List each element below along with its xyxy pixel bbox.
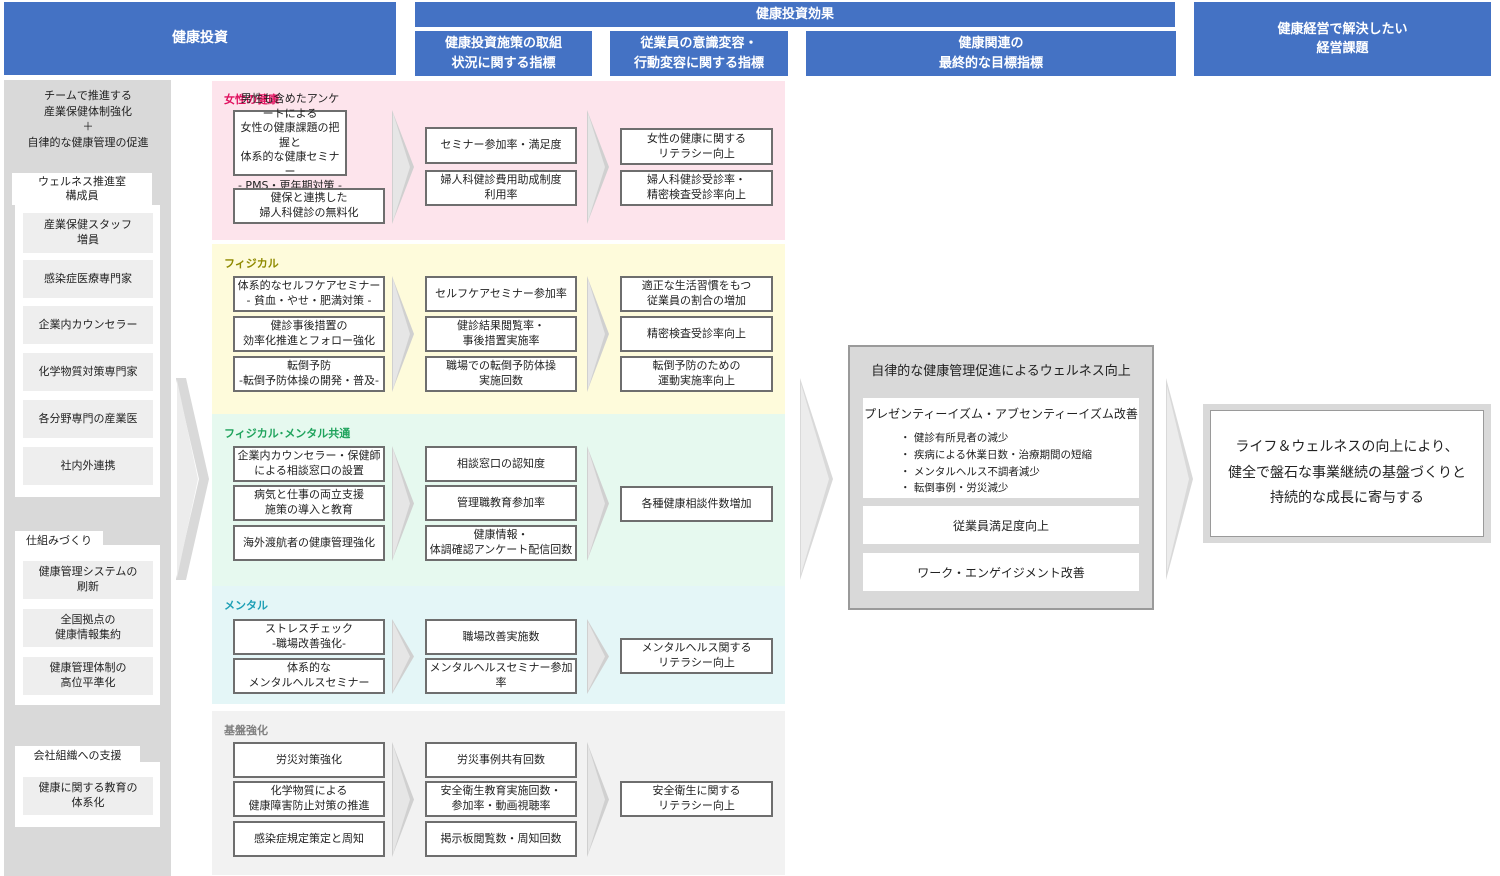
measure-box: 海外渡航者の健康管理強化 [233,525,385,561]
chevron-measure-to-initiative-fill [393,622,410,691]
initiative-kpi-box: セルフケアセミナー参加率 [425,276,577,312]
measure-box: 体系的なセルフケアセミナー - 貧血・やせ・肥満対策 - [233,276,385,312]
header-awareness: 従業員の意識変容・ 行動変容に関する指標 [610,31,788,76]
chevron-measure-to-initiative [392,619,414,694]
behavior-kpi-box: 各種健康相談件数増加 [620,486,773,522]
chevron-measure-to-initiative [392,742,414,857]
presenteeism-item: ・ 健診有所見者の減少 [900,432,1009,444]
final-kpi-title: 自律的な健康管理促進によるウェルネス向上 [871,364,1131,379]
section-women-title: 女性の健康 [224,93,279,106]
measure-box: 労災対策強化 [233,742,385,778]
section-mental-title: メンタル [224,599,268,612]
initiative-kpi-box: 労災事例共有回数 [425,742,577,778]
wellness-member-item: 企業内カウンセラー [23,306,153,344]
chevron-measure-to-initiative-fill [393,449,410,558]
measure-box: 化学物質による 健康障害防止対策の推進 [233,781,385,817]
measure-box: 転倒予防 -転倒予防体操の開発・普及- [233,356,385,392]
section-physical-title: フィジカル [224,257,279,270]
initiative-kpi-box: 職場での転倒予防体操 実施回数 [425,356,577,392]
initiative-kpi-box: 掲示板閲覧数・周知回数 [425,821,577,857]
chevron-initiative-to-behavior-fill [588,449,605,558]
chevron-measure-to-initiative-fill [393,279,410,389]
chevron-initiative-to-behavior [587,276,609,392]
initiative-kpi-box: 健診結果閲覧率・ 事後措置実施率 [425,316,577,352]
chevron-measure-to-initiative [392,276,414,392]
chevron-initiative-to-behavior [587,742,609,857]
wellness-member-item: 社内外連携 [23,447,153,485]
presenteeism-item: ・ 転倒事例・労災減少 [900,482,1009,495]
behavior-kpi-box: 適正な生活習慣をもつ 従業員の割合の増加 [620,276,773,312]
group-wellness-title: ウェルネス推進室 構成員 [12,173,152,205]
behavior-kpi-box: 精密検査受診率向上 [620,316,773,352]
engagement-box: ワーク・エンゲイジメント改善 [863,553,1139,591]
header-final-kpi: 健康関連の 最終的な目標指標 [806,31,1176,76]
initiative-kpi-box: 相談窓口の認知度 [425,446,577,482]
chevron-left-to-sections [176,378,209,580]
chevron-measure-to-initiative [392,110,414,224]
header-effect: 健康投資効果 [415,2,1175,27]
satisfaction-box: 従業員満足度向上 [863,506,1139,544]
wellness-member-item: 感染症医療専門家 [23,260,153,298]
presenteeism-item: ・ 疾病による休業日数・治療期間の短縮 [900,448,1093,461]
initiative-kpi-box: メンタルヘルスセミナー参加率 [425,658,577,694]
initiative-kpi-box: 管理職教育参加率 [425,485,577,521]
header-initiatives: 健康投資施策の取組 状況に関する指標 [415,31,592,76]
chevron-initiative-to-behavior [587,619,609,694]
system-building-item: 全国拠点の 健康情報集約 [23,609,153,647]
chevron-initiative-to-behavior-fill [588,113,605,221]
org-support-item: 健康に関する教育の 体系化 [23,777,153,815]
measure-box: ストレスチェック -職場改善強化- [233,619,385,655]
behavior-kpi-box: 安全衛生に関する リテラシー向上 [620,781,773,817]
measure-box: 健診事後措置の 効率化推進とフォロー強化 [233,316,385,352]
left-intro: チームで推進する 産業保健体制強化 ＋ 自律的な健康管理の促進 [27,89,149,149]
presenteeism-item: ・ メンタルヘルス不調者減少 [900,465,1040,478]
initiative-kpi-box: 職場改善実施数 [425,619,577,655]
chevron-initiative-to-behavior-fill [588,279,605,389]
chevron-final-to-goal [1166,378,1193,580]
chevron-measure-to-initiative-fill [393,745,410,854]
behavior-kpi-box: 転倒予防のための 運動実施率向上 [620,356,773,392]
chevron-initiative-to-behavior [587,110,609,224]
wellness-member-item: 産業保健スタッフ 増員 [23,213,153,253]
chevron-measure-to-initiative [392,446,414,561]
presenteeism-title: プレゼンティーイズム・アブセンティーイズム改善 [864,407,1138,421]
initiative-kpi-box: セミナー参加率・満足度 [425,127,577,164]
presenteeism-box [863,398,1139,498]
wellness-member-item: 各分野専門の産業医 [23,400,153,438]
wellness-member-item: 化学物質対策専門家 [23,353,153,391]
header-business-issues: 健康経営で解決したい 経営課題 [1194,2,1491,76]
chevron-initiative-to-behavior [587,446,609,561]
group-system-title: 仕組みづくり [15,531,103,551]
goal-text: ライフ＆ウェルネスの向上により、 健全で盤石な事業継続の基盤づくりと 持続的な成… [1210,410,1484,537]
measure-box: 感染症規定策定と周知 [233,821,385,857]
initiative-kpi-box: 安全衛生教育実施回数・ 参加率・動画視聴率 [425,781,577,817]
measure-box: 病気と仕事の両立支援 施策の導入と教育 [233,485,385,521]
measure-box: 体系的な メンタルヘルスセミナー [233,658,385,694]
chevron-initiative-to-behavior-fill [588,622,605,691]
system-building-item: 健康管理システムの 刷新 [23,561,153,599]
measure-box: 企業内カウンセラー・保健師 による相談窓口の設置 [233,446,385,482]
system-building-item: 健康管理体制の 高位平準化 [23,657,153,695]
chevron-sections-to-final [800,378,833,580]
measure-box: 男性も含めたアンケートによる 女性の健康課題の把握と 体系的な健康セミナー - … [233,92,347,192]
chevron-measure-to-initiative-fill [393,113,410,221]
group-org-title: 会社組織への支援 [15,746,140,766]
behavior-kpi-box: 婦人科健診受診率・ 精密検査受診率向上 [620,170,773,206]
section-common-title: フィジカル･メンタル共通 [224,427,351,440]
chevron-initiative-to-behavior-fill [588,745,605,854]
behavior-kpi-box: メンタルヘルス関する リテラシー向上 [620,638,773,674]
initiative-kpi-box: 健康情報・ 体調確認アンケート配信回数 [425,525,577,561]
initiative-kpi-box: 婦人科健診費用助成制度 利用率 [425,170,577,206]
section-foundation-title: 基盤強化 [224,724,268,737]
header-investment: 健康投資 [4,2,396,75]
measure-box: 健保と連携した 婦人科健診の無料化 [233,188,385,224]
behavior-kpi-box: 女性の健康に関する リテラシー向上 [620,128,773,165]
presenteeism-list: ・ 健診有所見者の減少 ・ 疾病による休業日数・治療期間の短縮 ・ メンタルヘル… [900,430,1140,497]
